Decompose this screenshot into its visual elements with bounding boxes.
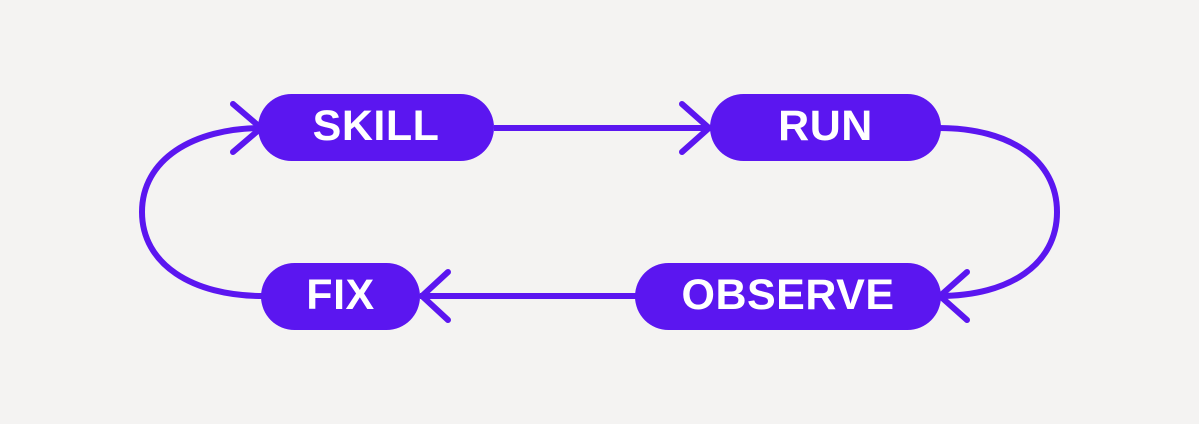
node-skill[interactable]: SKILL — [258, 94, 494, 161]
arrowhead-into-run-icon — [679, 101, 714, 155]
node-observe-label: OBSERVE — [681, 271, 895, 319]
node-run[interactable]: RUN — [710, 94, 941, 161]
edge-run-to-observe-arc — [938, 125, 1061, 299]
node-fix-label: FIX — [306, 271, 375, 319]
node-observe[interactable]: OBSERVE — [635, 263, 941, 330]
edge-run-to-observe — [935, 125, 1061, 323]
edge-fix-to-skill — [138, 101, 266, 299]
node-run-label: RUN — [778, 102, 873, 150]
arrowhead-into-fix-icon — [417, 269, 451, 323]
edge-skill-to-run — [494, 101, 714, 155]
node-skill-label: SKILL — [312, 102, 440, 150]
node-fix[interactable]: FIX — [261, 263, 420, 330]
edge-fix-to-skill-arc — [138, 125, 264, 299]
edge-observe-to-fix — [417, 269, 637, 323]
